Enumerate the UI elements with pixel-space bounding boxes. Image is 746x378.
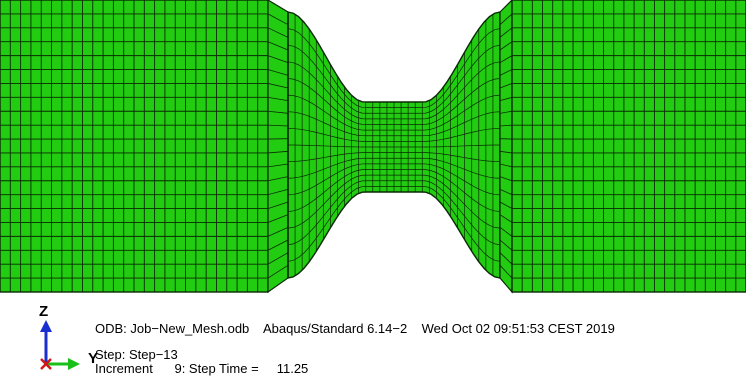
step-info-line: Step: Step−13 (95, 347, 178, 362)
odb-info-line: ODB: Job−New_Mesh.odb Abaqus/Standard 6.… (95, 321, 615, 336)
triad-arrows-icon (40, 320, 80, 370)
triad-z-label: Z (39, 303, 49, 320)
right-block-mesh (499, 0, 746, 294)
model-viewport[interactable] (0, 0, 746, 300)
triad-y-label: Y (88, 350, 99, 367)
neck-region-mesh (287, 11, 501, 279)
left-block-mesh (0, 0, 289, 294)
increment-info-line: Increment 9: Step Time = 11.25 (95, 361, 309, 376)
